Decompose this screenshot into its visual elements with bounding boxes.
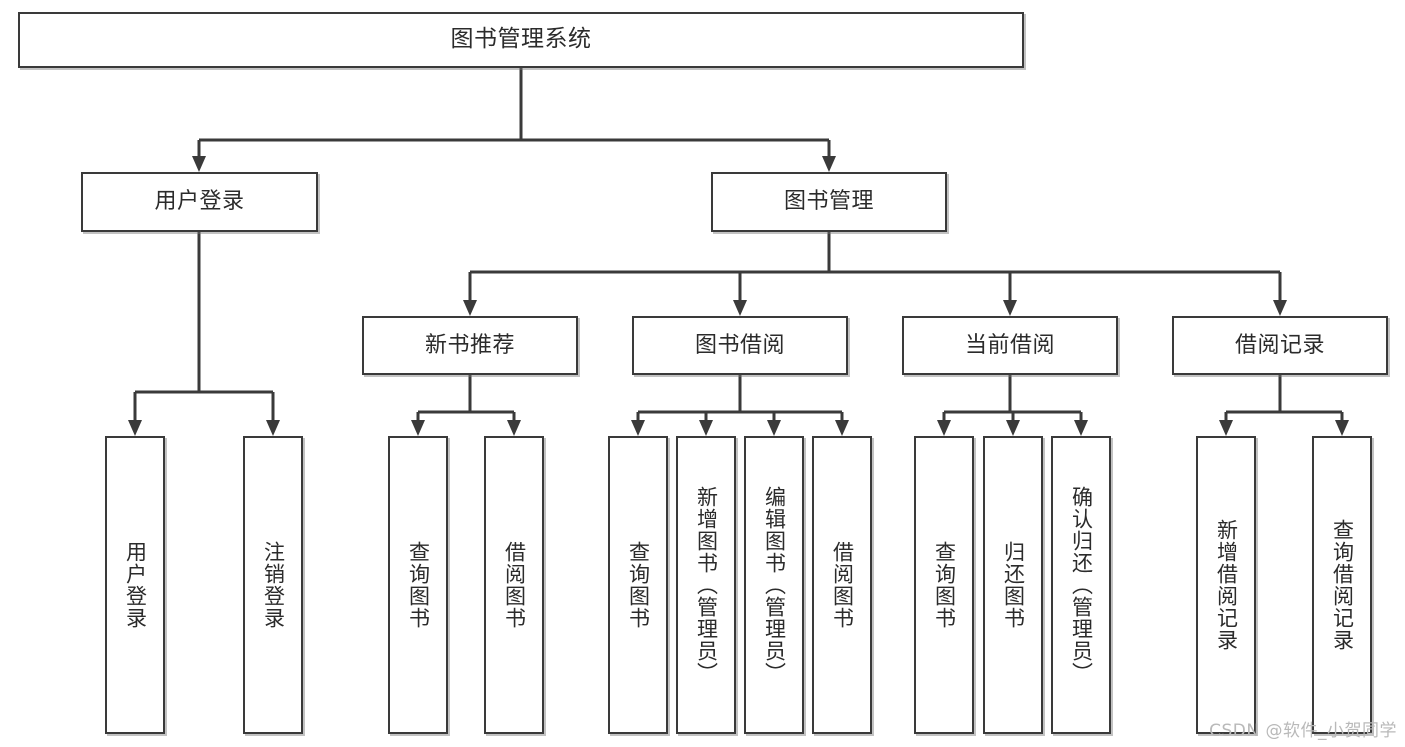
- node-label-leaf-confirm-return: 确认归还（管理员）: [1069, 486, 1094, 684]
- node-label-leaf-query-book-cur: 查询图书: [932, 541, 957, 629]
- node-leaf-borrow-book[interactable]: 借阅图书: [812, 436, 872, 734]
- node-label-new-book-rec: 新书推荐: [424, 332, 515, 358]
- node-leaf-return-book[interactable]: 归还图书: [983, 436, 1043, 734]
- arrow-to-leaf-borrow-book-rec-head: [507, 420, 521, 436]
- arrow-to-leaf-query-book-rec-head: [411, 420, 425, 436]
- arrow-to-leaf-query-record-head: [1335, 420, 1349, 436]
- node-label-leaf-edit-book: 编辑图书（管理员）: [762, 486, 787, 684]
- node-leaf-add-book[interactable]: 新增图书（管理员）: [676, 436, 736, 734]
- arrow-to-leaf-confirm-return-head: [1074, 420, 1088, 436]
- node-current-borrow[interactable]: 当前借阅: [902, 316, 1118, 375]
- node-label-user-login: 用户登录: [154, 189, 245, 215]
- node-root[interactable]: 图书管理系统: [18, 12, 1024, 68]
- node-leaf-query-book-cur[interactable]: 查询图书: [914, 436, 974, 734]
- arrow-to-borrow-record-head: [1273, 300, 1287, 316]
- node-label-leaf-borrow-book: 借阅图书: [830, 541, 855, 629]
- node-label-root: 图书管理系统: [450, 26, 592, 53]
- node-label-leaf-query-record: 查询借阅记录: [1330, 519, 1355, 651]
- node-borrow-record[interactable]: 借阅记录: [1172, 316, 1388, 375]
- node-leaf-edit-book[interactable]: 编辑图书（管理员）: [744, 436, 804, 734]
- node-label-leaf-query-book: 查询图书: [626, 541, 651, 629]
- arrow-to-book-borrow-head: [733, 300, 747, 316]
- node-label-leaf-query-book-rec: 查询图书: [406, 541, 431, 629]
- arrow-to-leaf-user-login-head: [128, 420, 142, 436]
- arrow-to-leaf-edit-book-head: [767, 420, 781, 436]
- arrow-to-leaf-query-book-cur-head: [937, 420, 951, 436]
- node-label-current-borrow: 当前借阅: [964, 332, 1055, 358]
- arrow-to-leaf-user-logout-head: [266, 420, 280, 436]
- node-label-book-borrow: 图书借阅: [694, 332, 785, 358]
- watermark-text: CSDN @软件_小贺同学: [1209, 721, 1397, 741]
- arrow-to-leaf-add-record-head: [1219, 420, 1233, 436]
- arrow-to-user-login-head: [192, 156, 206, 172]
- node-label-leaf-add-book: 新增图书（管理员）: [694, 486, 719, 684]
- arrow-to-book-manage-head: [822, 156, 836, 172]
- node-label-leaf-add-record: 新增借阅记录: [1214, 519, 1239, 651]
- arrow-to-leaf-borrow-book-head: [835, 420, 849, 436]
- node-book-manage[interactable]: 图书管理: [711, 172, 947, 232]
- node-label-borrow-record: 借阅记录: [1234, 332, 1325, 358]
- arrow-to-current-borrow-head: [1003, 300, 1017, 316]
- node-user-login[interactable]: 用户登录: [81, 172, 318, 232]
- node-leaf-confirm-return[interactable]: 确认归还（管理员）: [1051, 436, 1111, 734]
- node-leaf-query-book[interactable]: 查询图书: [608, 436, 668, 734]
- node-label-book-manage: 图书管理: [783, 189, 874, 215]
- node-label-leaf-user-login: 用户登录: [123, 541, 148, 629]
- arrow-to-new-book-rec-head: [463, 300, 477, 316]
- arrow-to-leaf-return-book-head: [1006, 420, 1020, 436]
- node-leaf-borrow-book-rec[interactable]: 借阅图书: [484, 436, 544, 734]
- node-new-book-rec[interactable]: 新书推荐: [362, 316, 578, 375]
- node-book-borrow[interactable]: 图书借阅: [632, 316, 848, 375]
- arrow-to-leaf-add-book-head: [699, 420, 713, 436]
- node-label-leaf-borrow-book-rec: 借阅图书: [502, 541, 527, 629]
- node-label-leaf-return-book: 归还图书: [1001, 541, 1026, 629]
- arrow-to-leaf-query-book-head: [631, 420, 645, 436]
- node-leaf-user-logout[interactable]: 注销登录: [243, 436, 303, 734]
- node-label-leaf-user-logout: 注销登录: [261, 541, 286, 629]
- node-leaf-user-login[interactable]: 用户登录: [105, 436, 165, 734]
- node-leaf-query-book-rec[interactable]: 查询图书: [388, 436, 448, 734]
- node-leaf-query-record[interactable]: 查询借阅记录: [1312, 436, 1372, 734]
- node-leaf-add-record[interactable]: 新增借阅记录: [1196, 436, 1256, 734]
